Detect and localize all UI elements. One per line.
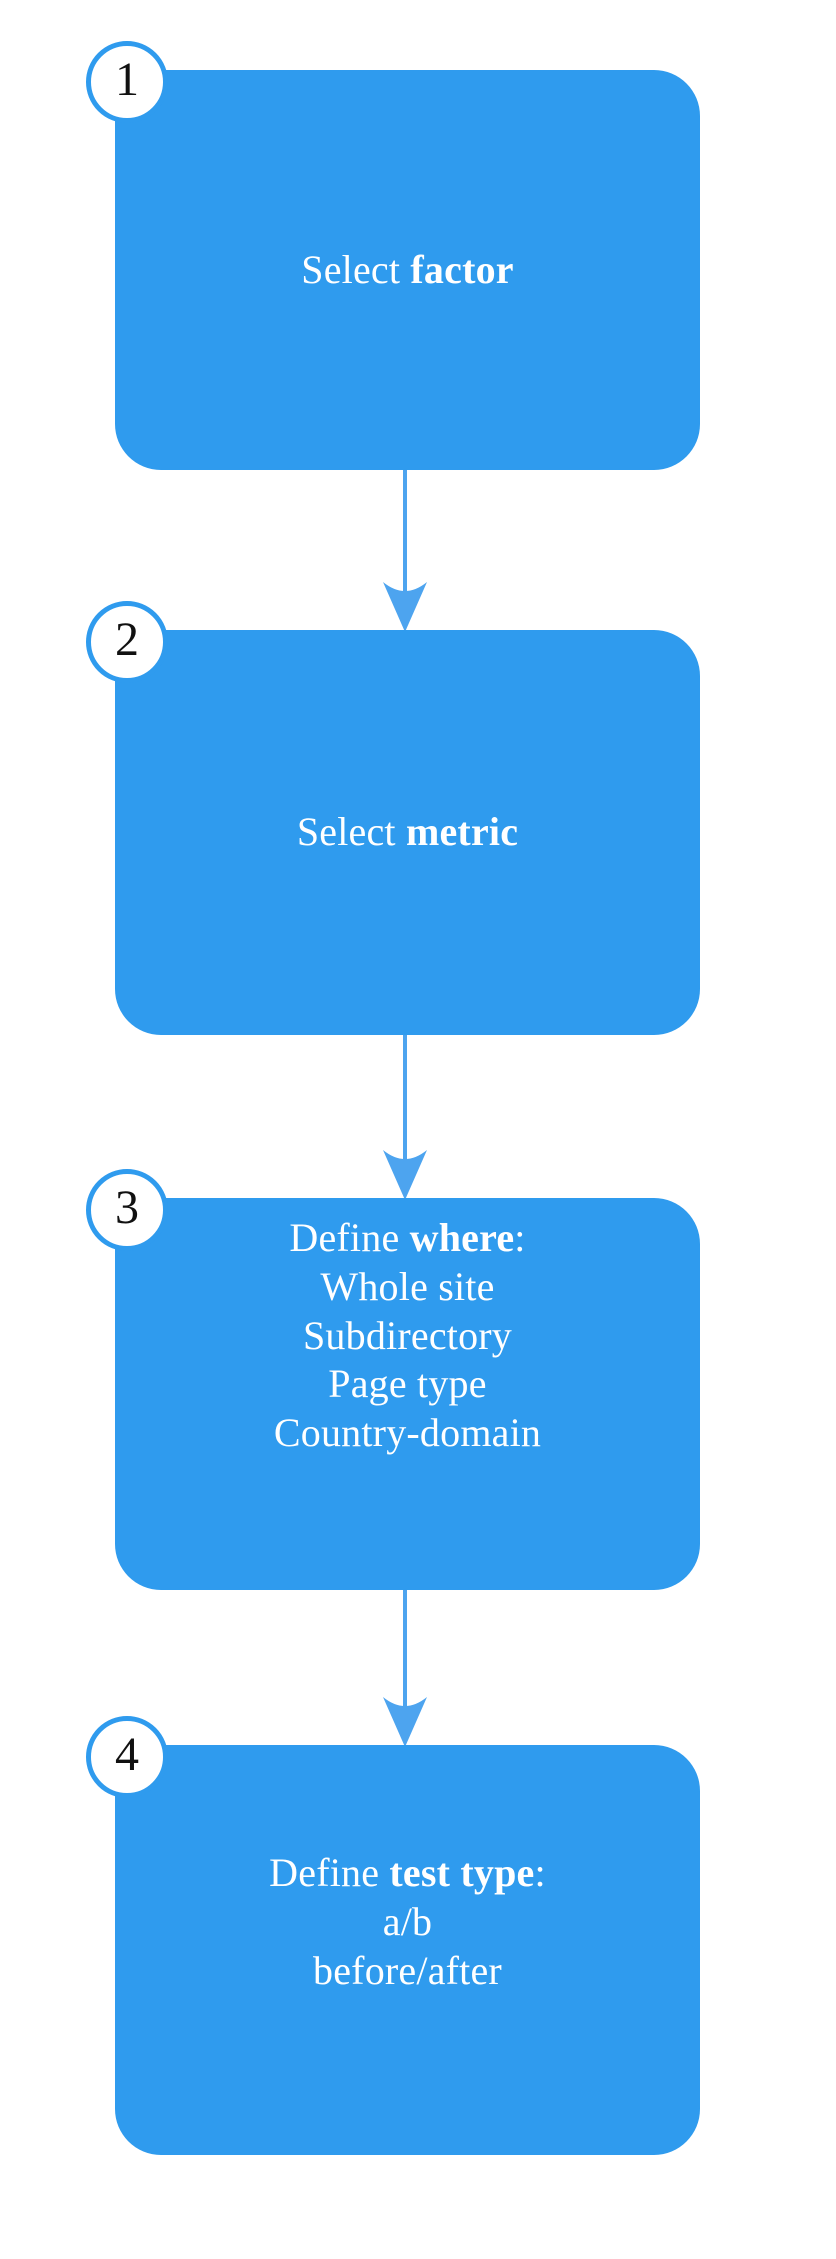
step-1-line-1: Select factor (301, 246, 514, 295)
connector-1-to-2 (375, 470, 435, 632)
connector-3-to-4 (375, 1590, 435, 1747)
step-label-4: Define test type: a/b before/after (243, 1849, 572, 1995)
flow-step-3[interactable]: 3 Define where: Whole site Subdirectory … (86, 1169, 700, 1590)
step-2-line-1-bold: metric (405, 809, 519, 855)
down-arrow-icon (383, 1590, 427, 1747)
step-4-line-2: a/b (382, 1898, 433, 1944)
step-number-2: 2 (115, 613, 139, 666)
step-label-2: Select metric (271, 808, 544, 857)
down-arrow-icon (383, 1035, 427, 1200)
step-label-1: Select factor (275, 246, 540, 295)
flow-step-1[interactable]: 1 Select factor (86, 41, 700, 470)
step-3-line-1-suffix: : (514, 1215, 526, 1260)
step-number-3: 3 (115, 1181, 139, 1234)
step-1-line-1-prefix: Select (301, 246, 411, 292)
step-3-line-4: Page type (328, 1361, 487, 1407)
step-4-line-1-bold: test type (389, 1850, 535, 1895)
step-number-4: 4 (115, 1728, 139, 1781)
step-number-1: 1 (115, 53, 139, 106)
step-4-line-1-prefix: Define (269, 1850, 390, 1895)
step-3-line-1-prefix: Define (289, 1215, 410, 1260)
step-4-line-3: before/after (313, 1947, 502, 1993)
step-2-line-1-prefix: Select (296, 809, 406, 855)
step-number-badge-3: 3 (86, 1169, 168, 1251)
step-3-line-1: Define where: (274, 1214, 541, 1263)
down-arrow-icon (383, 470, 427, 632)
step-2-line-1: Select metric (297, 808, 518, 857)
flow-step-4[interactable]: 4 Define test type: a/b before/after (86, 1716, 700, 2155)
step-3-line-5: Country-domain (273, 1410, 542, 1456)
step-3-line-2: Whole site (320, 1263, 495, 1309)
step-3-line-3: Subdirectory (302, 1312, 513, 1358)
step-3-line-1-bold: where (409, 1215, 515, 1260)
step-4-line-1: Define test type: (269, 1849, 546, 1898)
flow-step-2[interactable]: 2 Select metric (86, 601, 700, 1035)
step-number-badge-1: 1 (86, 41, 168, 123)
connector-2-to-3 (375, 1035, 435, 1200)
step-number-badge-2: 2 (86, 601, 168, 683)
step-label-3: Define where: Whole site Subdirectory Pa… (248, 1214, 567, 1458)
step-4-line-1-suffix: : (534, 1850, 546, 1895)
step-number-badge-4: 4 (86, 1716, 168, 1798)
step-1-line-1-bold: factor (410, 246, 514, 292)
